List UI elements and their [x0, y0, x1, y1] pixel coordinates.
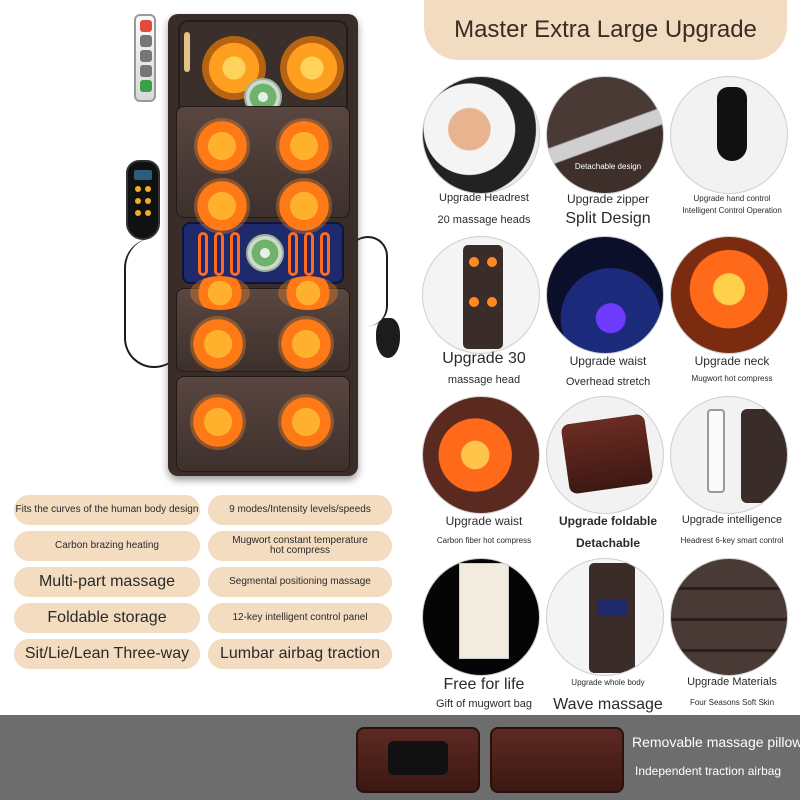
mat-pillow [178, 20, 348, 116]
feature-tag: Foldable storage [14, 603, 200, 633]
card-overlay-text: Detachable design [574, 162, 642, 171]
feature-tag: 12-key intelligent control panel [208, 603, 392, 633]
waist-carbon-photo [422, 396, 540, 514]
feature-tag: Sit/Lie/Lean Three-way [14, 639, 200, 669]
hand-control-photo [670, 76, 788, 194]
card-subtitle: Intelligent Control Operation [682, 206, 782, 215]
materials-photo [670, 558, 788, 676]
card-subtitle: Carbon fiber hot compress [436, 536, 532, 545]
card-subtitle: Wave massage [553, 696, 663, 713]
airbag-pump [376, 318, 400, 358]
zipper-photo [546, 76, 664, 194]
lumbar-airbag [182, 222, 344, 284]
intelligence-photo [670, 396, 788, 514]
airbag-photo [490, 727, 624, 793]
feature-tag: Segmental positioning massage [208, 567, 392, 597]
card-title: Upgrade whole body [571, 678, 645, 687]
wave-massage-photo [546, 558, 664, 676]
mat-30-heads-photo [422, 236, 540, 354]
card-title: Free for life [443, 676, 525, 693]
card-subtitle: Gift of mugwort bag [436, 698, 532, 710]
card-subtitle: Split Design [565, 210, 651, 227]
card-title: Upgrade hand control [693, 194, 771, 203]
mugwort-bag-photo [422, 558, 540, 676]
card-subtitle: massage head [447, 374, 521, 386]
card-title: Upgrade foldable [558, 514, 657, 528]
card-subtitle: Four Seasons Soft Skin [689, 698, 775, 707]
card-title: Upgrade waist [569, 354, 647, 368]
foldable-photo [546, 396, 664, 514]
card-title: Upgrade Materials [687, 676, 777, 688]
neck-photo [670, 236, 788, 354]
feature-tag: 9 modes/Intensity levels/speeds [208, 495, 392, 525]
feature-tag: Multi-part massage [14, 567, 200, 597]
card-subtitle: Overhead stretch [565, 376, 651, 388]
card-title: Upgrade Headrest [439, 192, 529, 204]
card-subtitle: Headrest 6-key smart control [680, 536, 784, 545]
card-title: Upgrade intelligence [681, 514, 783, 526]
card-title: Upgrade 30 [442, 350, 526, 367]
card-subtitle: Detachable [575, 536, 641, 550]
headrest-photo [422, 76, 540, 194]
card-title: Upgrade zipper [566, 192, 650, 206]
feature-tag: Lumbar airbag traction [208, 639, 392, 669]
header-banner: Master Extra Large Upgrade [424, 0, 787, 60]
waist-stretch-photo [546, 236, 664, 354]
feature-tag: Fits the curves of the human body design [14, 495, 200, 525]
bottom-subtitle: Independent traction airbag [635, 764, 782, 778]
bottom-title: Removable massage pillow [632, 734, 800, 750]
banner-title: Master Extra Large Upgrade [454, 16, 757, 43]
card-title: Upgrade neck [694, 354, 770, 368]
pillow-photo [356, 727, 480, 793]
hand-controller [126, 160, 160, 240]
feature-tag: Carbon brazing heating [14, 531, 200, 561]
card-subtitle: Mugwort hot compress [691, 374, 773, 383]
product-image [0, 0, 420, 490]
card-title: Upgrade waist [445, 514, 523, 528]
massage-mat [168, 14, 358, 476]
card-subtitle: 20 massage heads [437, 214, 531, 226]
pillow-remote [134, 14, 156, 102]
feature-tag: Mugwort constant temperature hot compres… [208, 531, 392, 561]
